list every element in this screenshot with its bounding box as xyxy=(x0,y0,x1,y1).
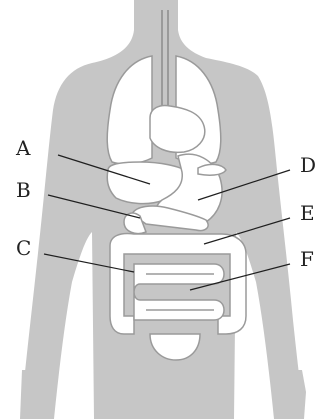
label-a: A xyxy=(15,136,31,160)
label-b: B xyxy=(16,178,31,202)
label-e: E xyxy=(300,201,315,225)
right-hand xyxy=(276,370,306,419)
label-d: D xyxy=(300,153,316,177)
left-hand xyxy=(20,370,52,419)
label-f: F xyxy=(300,247,314,271)
gallbladder xyxy=(198,164,226,175)
label-c: C xyxy=(16,236,31,260)
